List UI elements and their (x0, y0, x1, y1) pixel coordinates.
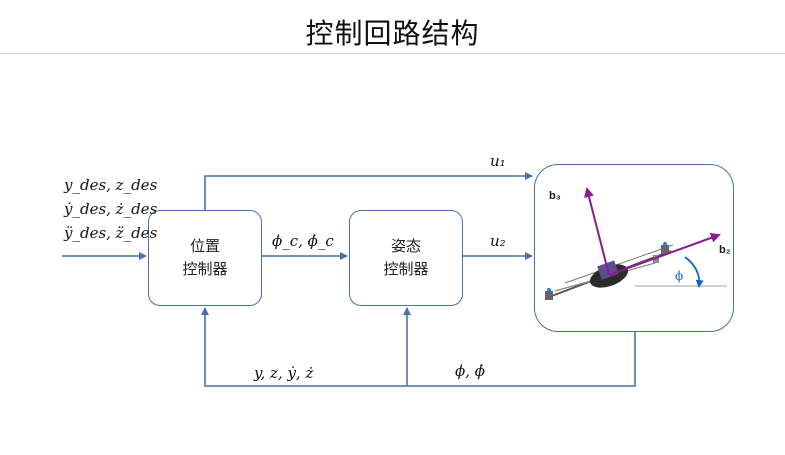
title-divider (0, 53, 785, 54)
phi-angle-label: ϕ (675, 269, 684, 283)
attitude-controller-label-2: 控制器 (383, 260, 429, 278)
input-ref-velocity: ẏ_des, ż_des (64, 200, 158, 218)
feedback-attitude-label: ϕ, ϕ̇ (455, 362, 485, 380)
attitude-controller-label-1: 姿态 (390, 237, 421, 255)
position-controller-block: 位置 控制器 (148, 210, 262, 306)
phi-command-label: ϕ_c, ϕ̇_c (272, 232, 334, 250)
u2-label: u₂ (490, 232, 506, 250)
input-ref-position: y_des, z_des (64, 176, 158, 194)
quadrotor-plant-block: b₃ b₂ ϕ (534, 164, 734, 332)
b2-axis-label: b₂ (719, 244, 731, 256)
attitude-controller-block: 姿态 控制器 (349, 210, 463, 306)
b3-axis-label: b₃ (549, 190, 561, 202)
feedback-position-label: y, z, ẏ, ż (254, 364, 314, 382)
page-title: 控制回路结构 (305, 17, 480, 50)
input-ref-acceleration: ÿ_des, z̈_des (64, 224, 158, 242)
position-controller-label-2: 控制器 (182, 260, 228, 278)
feedback-loop (201, 307, 636, 387)
position-controller-label-1: 位置 (189, 237, 220, 255)
quadrotor-icon (545, 187, 727, 300)
u1-label: u₁ (490, 152, 506, 170)
u1-arrow (204, 172, 533, 210)
